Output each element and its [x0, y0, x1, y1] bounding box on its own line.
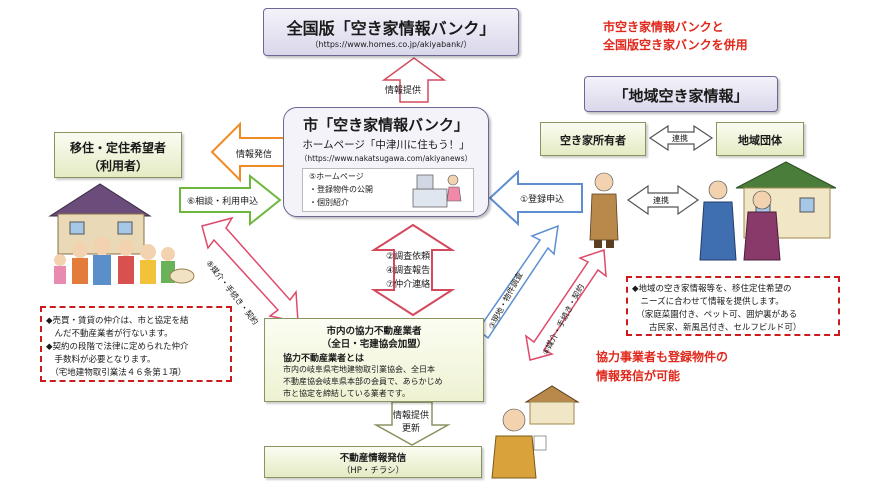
city-bank-inner-item1: ・登録物件の公開	[309, 185, 373, 194]
national-bank-url: （https://www.homes.co.jp/akiyabank/）	[310, 40, 472, 49]
note-top-right-line1: 市空き家情報バンクと	[603, 20, 724, 34]
label-update: 更新	[402, 424, 421, 434]
arrow-right-diag1	[476, 224, 559, 340]
owner-label: 空き家所有者	[560, 134, 626, 147]
realtor-box: 市内の協力不動産業者 （全日・宅建協会加盟） 協力不動産業者とは 市内の岐阜県宅…	[264, 318, 484, 402]
right-note-line4: 古民家、新風呂付き、セルフビルド可）	[632, 323, 802, 333]
arrow-up-to-national	[381, 57, 447, 103]
red-note-bottom-line2: 情報発信が可能	[596, 369, 681, 383]
owner-senior-illustration	[589, 172, 619, 248]
label-survey3: ⑦仲介連絡	[386, 280, 431, 290]
right-note-line2: ニーズに合わせて情報を提供します。	[632, 297, 784, 307]
realtor-def-line1: 市内の岐阜県宅地建物取引業協会、全日本	[283, 365, 435, 374]
label-consult: ⑥相談・利用申込	[187, 197, 259, 207]
right-note-line1: ◆地域の空き家情報等を、移住定住希望の	[632, 284, 792, 294]
realestate-info-title: 不動産情報発信	[339, 453, 407, 464]
family-house-illustration	[48, 183, 195, 285]
arrow-consult	[179, 173, 282, 227]
note-top-right-line2: 全国版空き家バンクを併用	[603, 38, 748, 52]
regional-info-box: 「地域空き家情報」	[584, 76, 778, 112]
user-label-line2: （利用者）	[87, 159, 148, 173]
realtor-title-line1: 市内の協力不動産業者	[326, 326, 422, 337]
label-info-send: 情報発信	[236, 150, 273, 160]
city-bank-inner-title: ⑤ホームページ	[309, 172, 364, 181]
arrow-link-lower	[626, 184, 700, 216]
arrow-down-info	[373, 401, 451, 446]
national-bank-box: 全国版「空き家情報バンク」 （https://www.homes.co.jp/a…	[263, 8, 519, 56]
computer-illustration	[412, 174, 462, 208]
realtor-title-line2: （全日・宅建協会加盟）	[321, 339, 427, 350]
arrow-register	[488, 169, 583, 227]
owner-box: 空き家所有者	[540, 122, 646, 156]
national-bank-title: 全国版「空き家情報バンク」	[286, 19, 496, 38]
city-bank-subtitle: ホームページ「中津川に住もう！」	[302, 139, 470, 151]
realtor-def-line2: 不動産協会岐阜県本部の会員で、あらかじめ	[283, 377, 443, 386]
community-label: 地域団体	[738, 134, 782, 147]
right-note-box: ◆地域の空き家情報等を、移住定住希望の ニーズに合わせて情報を提供します。 （家…	[626, 276, 840, 336]
left-note-line2: んだ不動産業者が行ないます。	[46, 329, 173, 339]
label-register: ①登録申込	[520, 195, 565, 205]
city-bank-inner-item2: ・個別紹介	[309, 198, 349, 207]
label-survey2: ④調査報告	[386, 266, 431, 276]
left-note-line4: 手数料が必要となります。	[46, 355, 156, 365]
house-handshake-illustration	[699, 161, 836, 261]
label-survey1: ②調査依頼	[386, 252, 431, 262]
user-box: 移住・定住希望者 （利用者）	[54, 132, 182, 178]
arrow-survey	[370, 223, 456, 317]
city-bank-inner: ⑤ホームページ ・登録物件の公開 ・個別紹介	[302, 168, 474, 212]
realtor-def-title: 協力不動産業者とは	[283, 354, 365, 364]
arrow-right-diag2	[524, 248, 607, 361]
red-note-bottom-line1: 協力事業者も登録物件の	[596, 350, 729, 364]
label-info-provide-top: 情報提供	[385, 86, 422, 96]
user-label-line1: 移住・定住希望者	[69, 141, 166, 155]
label-info-provide-bottom: 情報提供	[393, 411, 430, 421]
realtor-person-illustration	[491, 385, 580, 479]
realtor-def-line3: 市と協定を締結している業者です。	[283, 389, 410, 398]
arrow-link-top	[648, 124, 714, 152]
left-note-line1: ◆売買・賃貸の仲介は、市と協定を結	[46, 316, 189, 326]
realestate-info-box: 不動産情報発信 （HP・チラシ）	[264, 446, 482, 478]
label-link1: 連携	[672, 134, 688, 143]
right-note-line3: （家庭菜園付き、ペット可、囲炉裏がある	[632, 310, 798, 320]
regional-info-title: 「地域空き家情報」	[613, 87, 749, 105]
city-bank-box: 市「空き家情報バンク」 ホームページ「中津川に住もう！」 （https://ww…	[283, 107, 489, 217]
realestate-info-sub: （HP・チラシ）	[341, 466, 405, 476]
left-note-line3: ◆契約の段階で法律に定められた仲介	[46, 342, 189, 352]
label-link2: 連携	[653, 196, 669, 205]
city-bank-url: （https://www.nakatsugawa.com/akiyanews）	[299, 154, 473, 163]
left-note-box: ◆売買・賃貸の仲介は、市と協定を結 んだ不動産業者が行ないます。 ◆契約の段階で…	[40, 306, 232, 382]
left-note-line5: （宅地建物取引業法４６条第１項）	[46, 368, 187, 378]
city-bank-title: 市「空き家情報バンク」	[303, 116, 469, 134]
community-box: 地域団体	[716, 122, 804, 156]
